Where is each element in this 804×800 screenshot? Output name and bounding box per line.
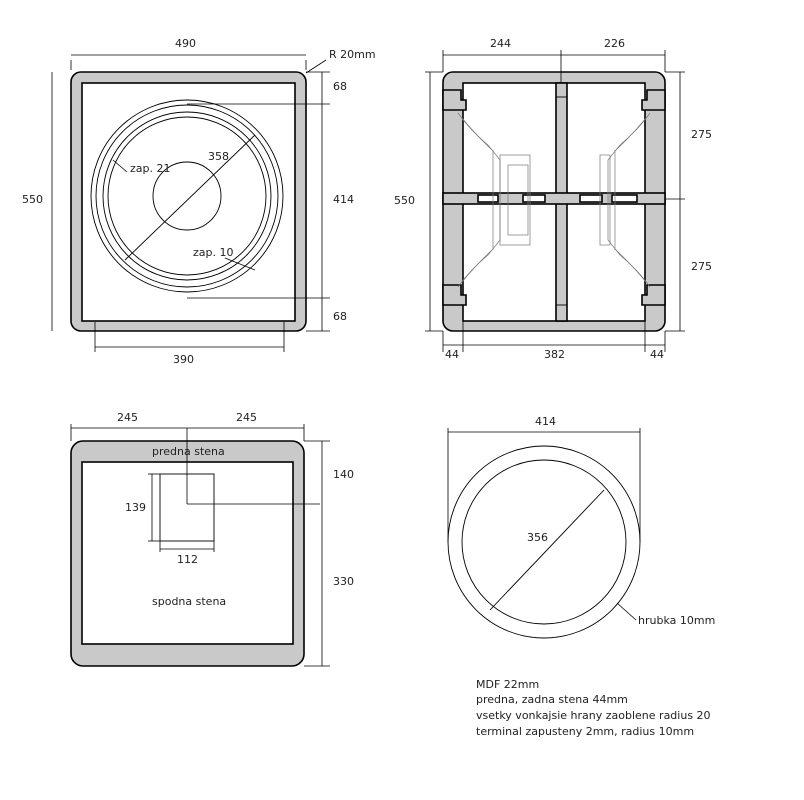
ring-inner-diameter-label: 356 (527, 531, 548, 544)
note-3: vsetky vonkajsie hrany zaoblene radius 2… (476, 709, 711, 722)
ring-diameter-line (489, 489, 605, 611)
width-label: 490 (175, 37, 196, 50)
note-1: MDF 22mm (476, 678, 539, 691)
radius-label: R 20mm (329, 48, 376, 61)
driver-cutout-outer (90, 99, 284, 293)
thickness-label: hrubka 10mm (638, 614, 715, 627)
radius-leader (305, 59, 327, 74)
diameter-line (124, 134, 256, 261)
front-view: zap. 21 358 zap. 10 490 R 20mm 550 68 41… (22, 37, 376, 366)
inner-span-label: 382 (544, 348, 565, 361)
flange-top-left (442, 89, 467, 111)
terminal-height-label: 139 (125, 501, 146, 514)
height-label: 550 (22, 193, 43, 206)
front-panel-inner (81, 82, 296, 322)
inner-width-label: 390 (173, 353, 194, 366)
right-width-label: 226 (604, 37, 625, 50)
notes: MDF 22mm predna, zadna stena 44mm vsetky… (476, 678, 711, 738)
left-width-label: 244 (490, 37, 511, 50)
center-shelf (442, 192, 666, 205)
depth-label: 330 (333, 575, 354, 588)
front-wall-label: predna stena (152, 445, 225, 458)
ring-inner (461, 459, 627, 625)
right-driver-cone (607, 112, 651, 288)
bv-right-width-label: 245 (236, 411, 257, 424)
shelf-slot-1 (477, 194, 499, 203)
shelf-slot-4 (611, 194, 638, 203)
ring-outer-diameter-label: 414 (535, 415, 556, 428)
front-offset-label: 140 (333, 468, 354, 481)
shelf-slot-3 (579, 194, 603, 203)
top-offset-label: 68 (333, 80, 347, 93)
note-4: terminal zapusteny 2mm, radius 10mm (476, 725, 694, 738)
recess-1-leader (112, 159, 128, 173)
bottom-inner (81, 461, 294, 645)
driver-center-circle (152, 161, 222, 231)
recess-1-label: zap. 21 (130, 162, 171, 175)
shelf-slot-2 (522, 194, 546, 203)
driver-cutout-rim (95, 104, 279, 288)
flange-bottom-right (641, 284, 666, 306)
recess-2-label: zap. 10 (193, 246, 234, 259)
right-driver-magnet (599, 154, 611, 246)
note-2: predna, zadna stena 44mm (476, 693, 628, 706)
right-driver-sketch (599, 112, 651, 288)
side-view: 244 226 550 275 275 44 382 44 (394, 37, 712, 361)
terminal-width-label: 112 (177, 553, 198, 566)
bv-left-width-label: 245 (117, 411, 138, 424)
left-driver-sketch (457, 112, 531, 288)
lower-section-label: 275 (691, 260, 712, 273)
flange-bottom-left (442, 284, 467, 306)
diameter-label: 358 (208, 150, 229, 163)
thickness-leader (616, 602, 637, 621)
cutout-span-label: 414 (333, 193, 354, 206)
bottom-offset-label: 68 (333, 310, 347, 323)
right-wall-label: 44 (650, 348, 664, 361)
upper-section-label: 275 (691, 128, 712, 141)
side-height-label: 550 (394, 194, 415, 207)
left-driver-basket (461, 117, 493, 283)
driver-cutout-inner (107, 116, 267, 276)
recess-2-leader (224, 257, 256, 271)
left-wall-label: 44 (445, 348, 459, 361)
driver-cutout-recess (102, 111, 272, 281)
bottom-view: predna stena spodna stena 245 245 139 11… (70, 411, 354, 667)
left-driver-magnet (499, 154, 531, 246)
bottom-wall-label: spodna stena (152, 595, 226, 608)
left-driver-pole (507, 164, 529, 236)
flange-top-right (641, 89, 666, 111)
right-driver-basket (615, 117, 647, 283)
ring-view: 356 414 hrubka 10mm (447, 415, 715, 639)
